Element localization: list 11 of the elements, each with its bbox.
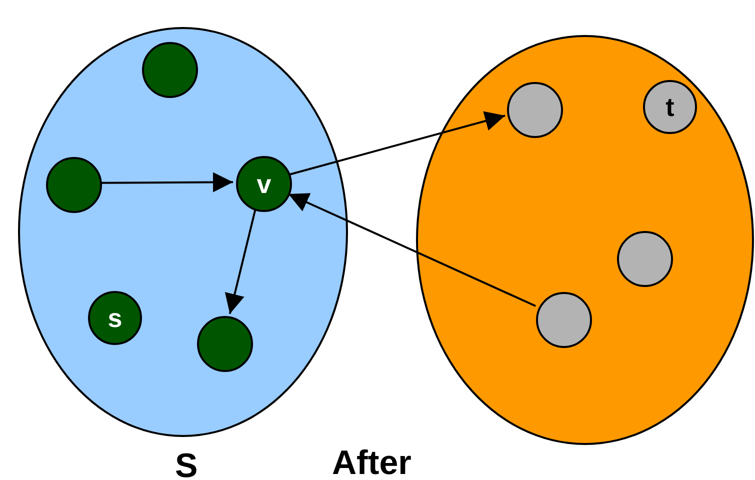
arrow [288, 193, 536, 307]
arrow [101, 172, 233, 192]
vertex-label: t [666, 94, 674, 120]
arrow [224, 210, 256, 314]
vertex-circle [643, 80, 697, 134]
arrow [290, 111, 506, 176]
vertex-label: s [108, 305, 122, 331]
vertex-circle [88, 291, 142, 345]
caption-text: After [332, 446, 412, 480]
set-label: S [175, 449, 198, 480]
vertex-label: v [256, 171, 272, 197]
